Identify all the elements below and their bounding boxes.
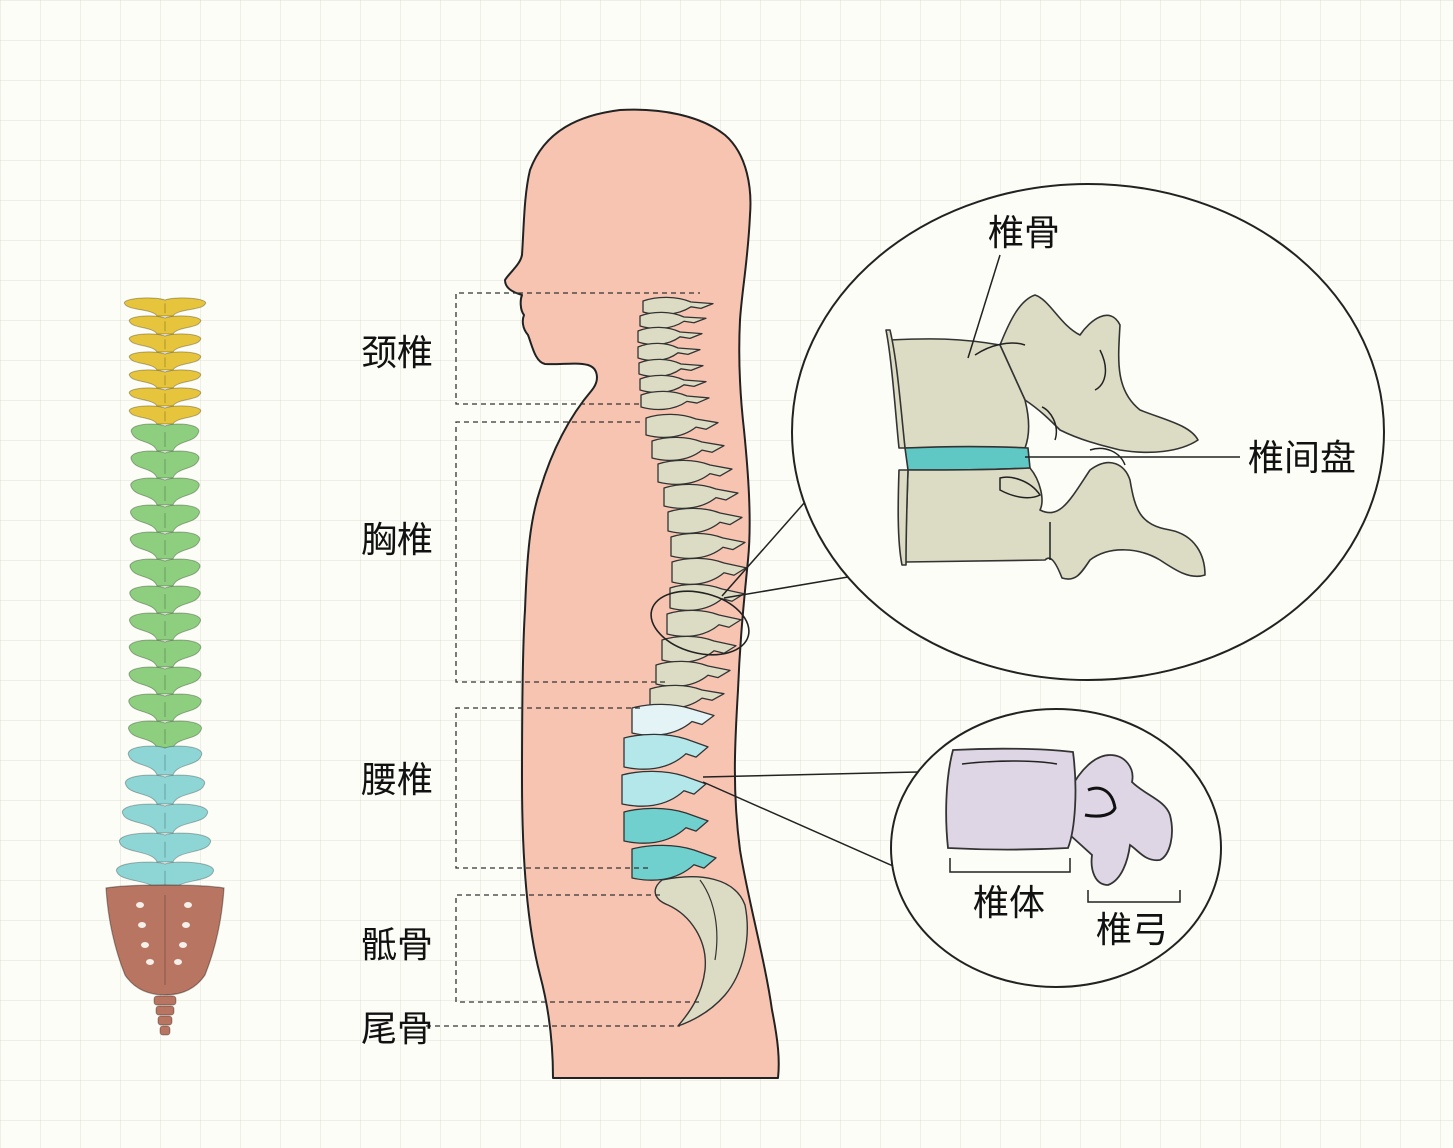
side-lumbar-vertebra [631, 844, 717, 881]
label-vertebral-arch: 椎弓 [1096, 910, 1168, 951]
label-disc: 椎间盘 [1248, 438, 1356, 479]
spine-side-view-illustration [621, 296, 748, 1027]
side-thoracic-vertebra [667, 507, 743, 534]
label-cervical: 颈椎 [361, 333, 433, 374]
lumbar-vertebra-zoom-illustration [945, 747, 1173, 886]
intervertebral-disc-shape [904, 445, 1031, 471]
front-coccyx-segment [155, 1005, 175, 1016]
front-thoracic-vertebra [130, 477, 200, 506]
front-lumbar-vertebra [127, 745, 203, 776]
front-thoracic-vertebra [128, 666, 202, 695]
side-cervical-vertebra [640, 390, 710, 411]
front-cervical-vertebra [124, 297, 206, 317]
front-cervical-vertebra [128, 333, 202, 353]
label-thoracic: 胸椎 [361, 520, 433, 561]
side-thoracic-vertebra [663, 483, 739, 510]
front-thoracic-vertebra [130, 450, 200, 479]
front-lumbar-vertebra [122, 803, 208, 834]
front-thoracic-vertebra [130, 423, 200, 452]
front-cervical-vertebra [128, 387, 202, 407]
front-coccyx-segment [159, 1025, 171, 1036]
side-thoracic-vertebra [651, 436, 725, 462]
body-silhouette [504, 108, 780, 1079]
front-lumbar-vertebra [119, 832, 211, 863]
front-thoracic-vertebra [130, 504, 200, 533]
side-lumbar-vertebra [623, 733, 709, 770]
region-brackets [426, 292, 700, 1027]
side-lumbar-vertebra [621, 770, 707, 807]
label-sacrum: 骶骨 [361, 925, 433, 966]
label-vertebral-body: 椎体 [973, 883, 1045, 924]
side-thoracic-vertebra [657, 459, 733, 486]
front-cervical-vertebra [128, 351, 202, 371]
front-thoracic-vertebra [128, 720, 202, 749]
front-coccyx-segment [153, 995, 177, 1006]
spine-front-view-illustration [105, 297, 225, 1036]
label-lumbar: 腰椎 [361, 760, 433, 801]
front-cervical-vertebra [128, 369, 202, 389]
vertebral-body-shape [945, 747, 1077, 851]
side-lumbar-vertebra [623, 807, 709, 844]
zoom-source-ring [650, 590, 750, 656]
front-thoracic-vertebra [128, 693, 202, 722]
front-sacrum [105, 884, 225, 996]
front-coccyx-segment [157, 1015, 173, 1026]
front-lumbar-vertebra [125, 774, 205, 805]
side-thoracic-vertebra [670, 532, 746, 559]
label-vertebra: 椎骨 [988, 213, 1060, 254]
front-thoracic-vertebra [129, 531, 201, 560]
front-cervical-vertebra [128, 405, 202, 425]
disc-zoom-callout: 椎骨 椎间盘 [650, 183, 1385, 681]
side-thoracic-vertebra [645, 413, 719, 439]
lumbar-zoom-callout: 椎体 椎弓 [702, 708, 1222, 988]
label-coccyx: 尾骨 [361, 1009, 433, 1050]
front-cervical-vertebra [128, 315, 202, 335]
side-thoracic-vertebra [671, 557, 747, 585]
vertebra-and-disc-zoom-illustration [885, 294, 1206, 580]
front-thoracic-vertebra [128, 639, 202, 668]
front-thoracic-vertebra [129, 612, 201, 641]
front-thoracic-vertebra [129, 585, 201, 614]
front-lumbar-vertebra [116, 861, 214, 892]
front-thoracic-vertebra [129, 558, 201, 587]
